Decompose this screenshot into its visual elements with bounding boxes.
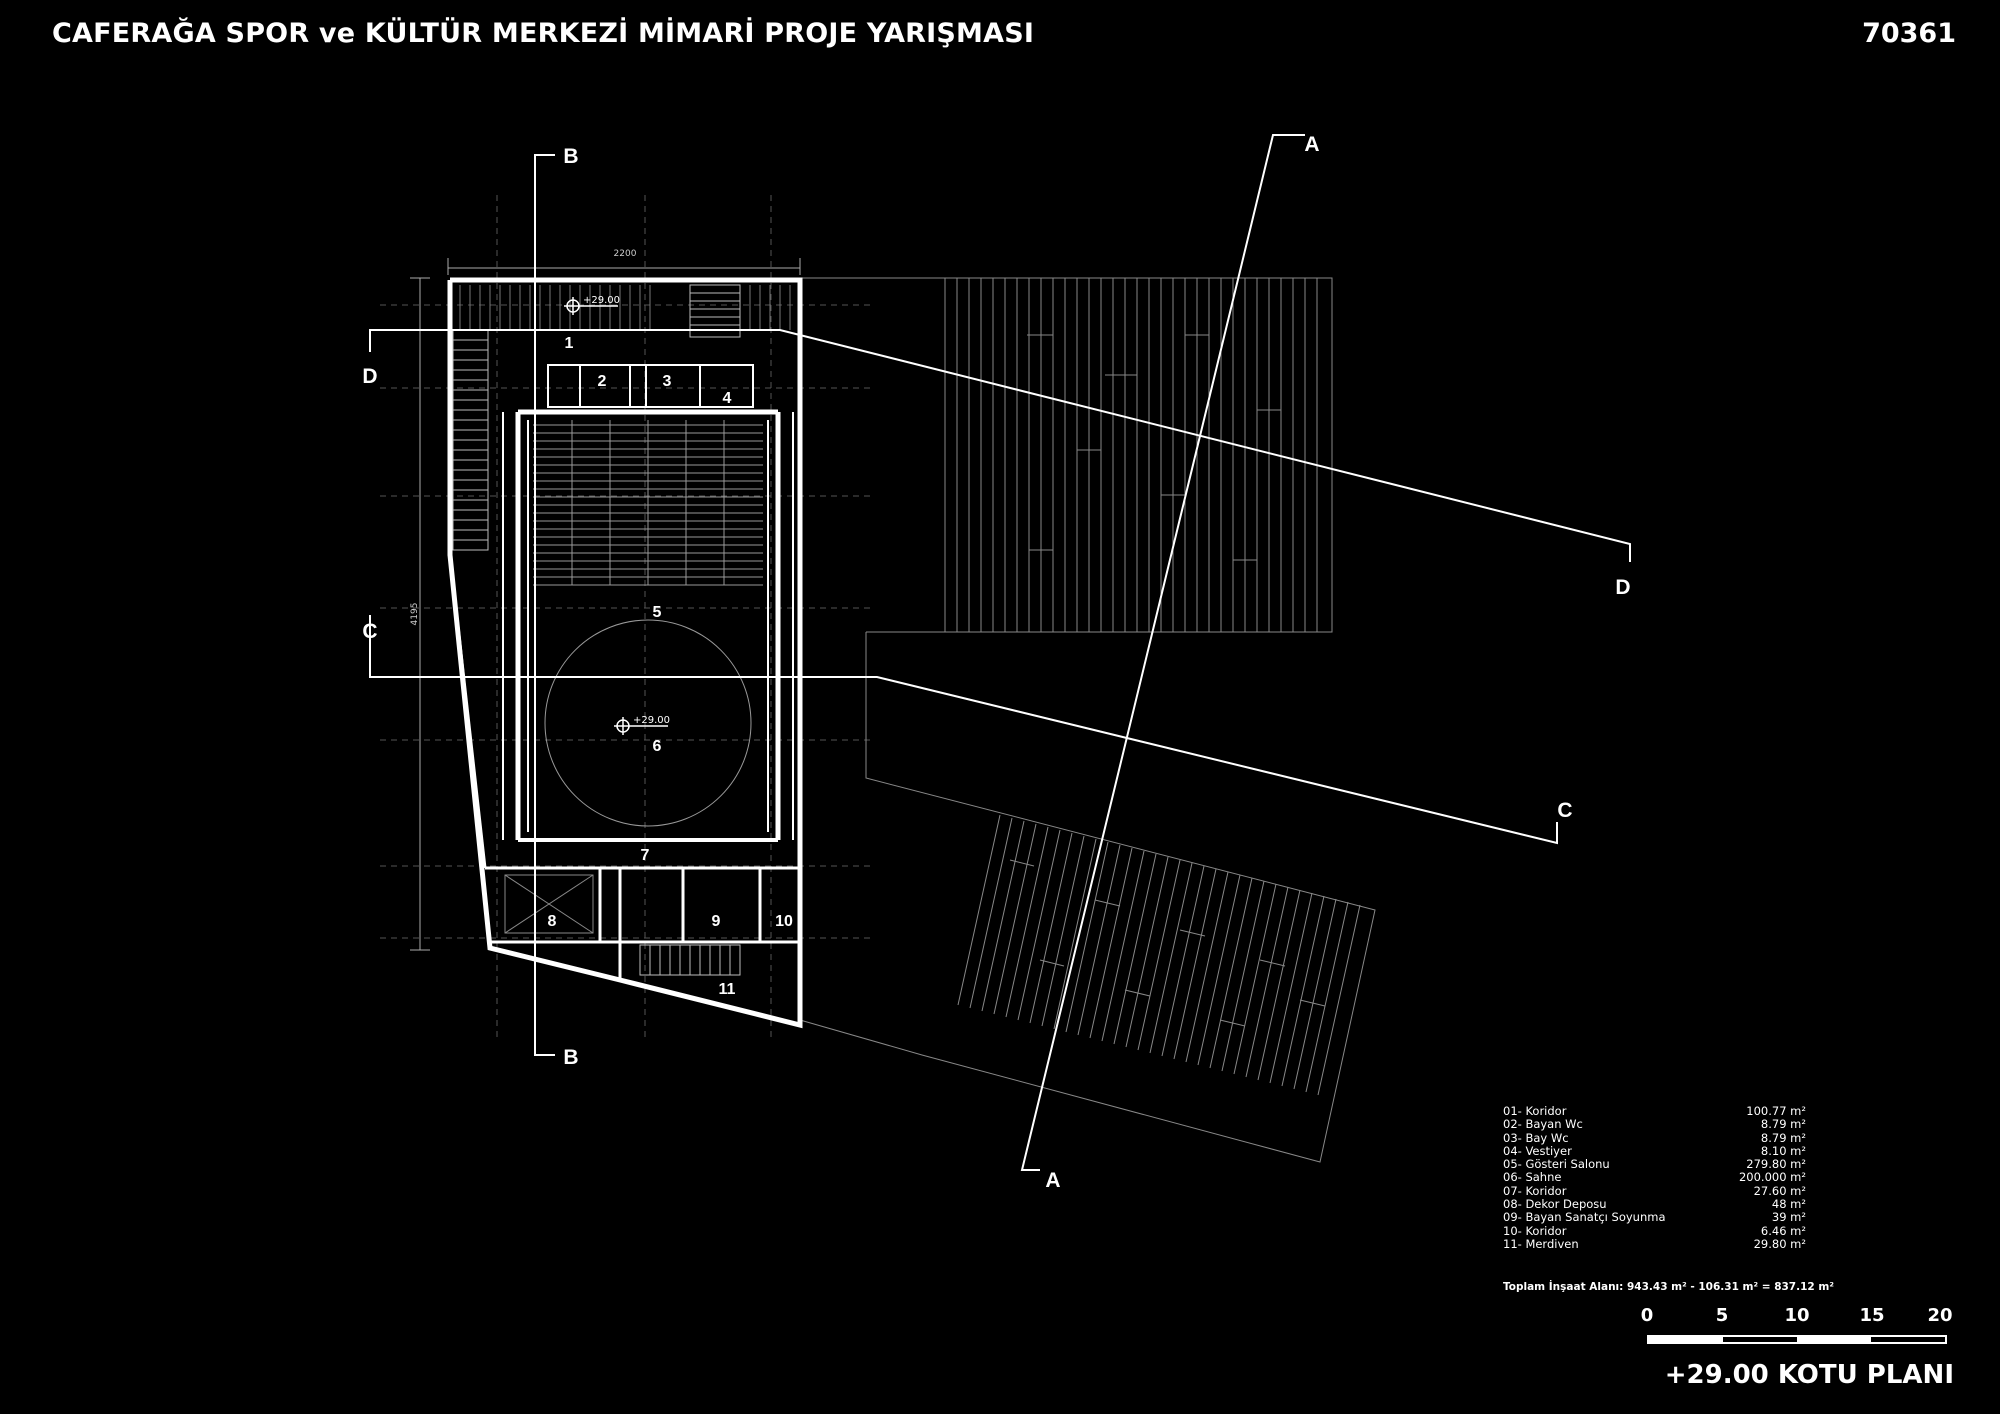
room-number: 10 <box>775 913 793 930</box>
section-label-c-left: C <box>362 620 377 643</box>
project-code: 70361 <box>1862 18 1956 49</box>
top-stair <box>689 284 741 338</box>
room-number: 3 <box>663 373 672 390</box>
room-number: 11 <box>719 981 736 998</box>
section-label-d-right: D <box>1615 576 1630 599</box>
lower-rooms <box>485 866 800 980</box>
scale-label: 10 <box>1784 1305 1810 1326</box>
room-number: 2 <box>598 373 607 390</box>
width-dimension: 2200 <box>614 249 637 259</box>
total-area: Toplam İnşaat Alanı: 943.43 m² - 106.31 … <box>1503 1281 1834 1293</box>
level-label-top: +29.00 <box>583 295 620 306</box>
corridor-hatch <box>459 285 791 330</box>
stage-circle <box>544 619 752 827</box>
section-c-line <box>369 615 1558 845</box>
scale-label: 15 <box>1859 1305 1885 1326</box>
page-title: CAFERAĞA SPOR ve KÜLTÜR MERKEZİ MİMARİ P… <box>52 18 1035 49</box>
section-label-b-top: B <box>563 145 578 168</box>
section-a-line <box>1020 134 1305 1171</box>
scale-label: 0 <box>1640 1305 1654 1326</box>
section-d-line <box>369 329 1631 562</box>
auditorium <box>502 409 794 842</box>
level-marker-top <box>564 297 618 315</box>
seating-rows <box>533 420 763 586</box>
wc-block <box>547 364 754 408</box>
scale-label: 5 <box>1715 1305 1729 1326</box>
room-number: 5 <box>653 604 662 621</box>
room-number: 6 <box>653 738 662 755</box>
section-label-b-bottom: B <box>563 1046 578 1069</box>
section-label-c-right: C <box>1557 799 1572 822</box>
left-stair <box>452 329 489 551</box>
section-label-a-bottom: A <box>1045 1169 1060 1192</box>
room-number: 8 <box>548 913 557 930</box>
room-number: 9 <box>712 913 721 930</box>
room-number: 7 <box>641 847 650 864</box>
section-lines <box>369 134 1631 1171</box>
dimension-lines <box>410 258 801 951</box>
room-number: 1 <box>565 335 574 352</box>
scale-bar-graphic <box>1647 1335 1947 1344</box>
level-label-stage: +29.00 <box>633 715 670 726</box>
plan-name: +29.00 KOTU PLANI <box>1664 1360 1954 1390</box>
section-label-a-top: A <box>1304 133 1319 156</box>
level-marker-stage <box>614 717 668 735</box>
roof-grid-top <box>800 277 1333 633</box>
height-dimension: 4195 <box>410 603 420 626</box>
scale-bar: 0 5 10 15 20 <box>1640 1305 1954 1345</box>
section-b-line <box>534 154 555 1056</box>
section-label-d-left: D <box>362 365 377 388</box>
dekor-crosses <box>504 874 594 934</box>
grid-lines <box>380 195 870 1040</box>
room-number: 4 <box>723 390 732 407</box>
lower-stair <box>639 944 741 976</box>
scale-label: 20 <box>1927 1305 1953 1326</box>
roof-grid-bottom <box>799 632 1376 1163</box>
